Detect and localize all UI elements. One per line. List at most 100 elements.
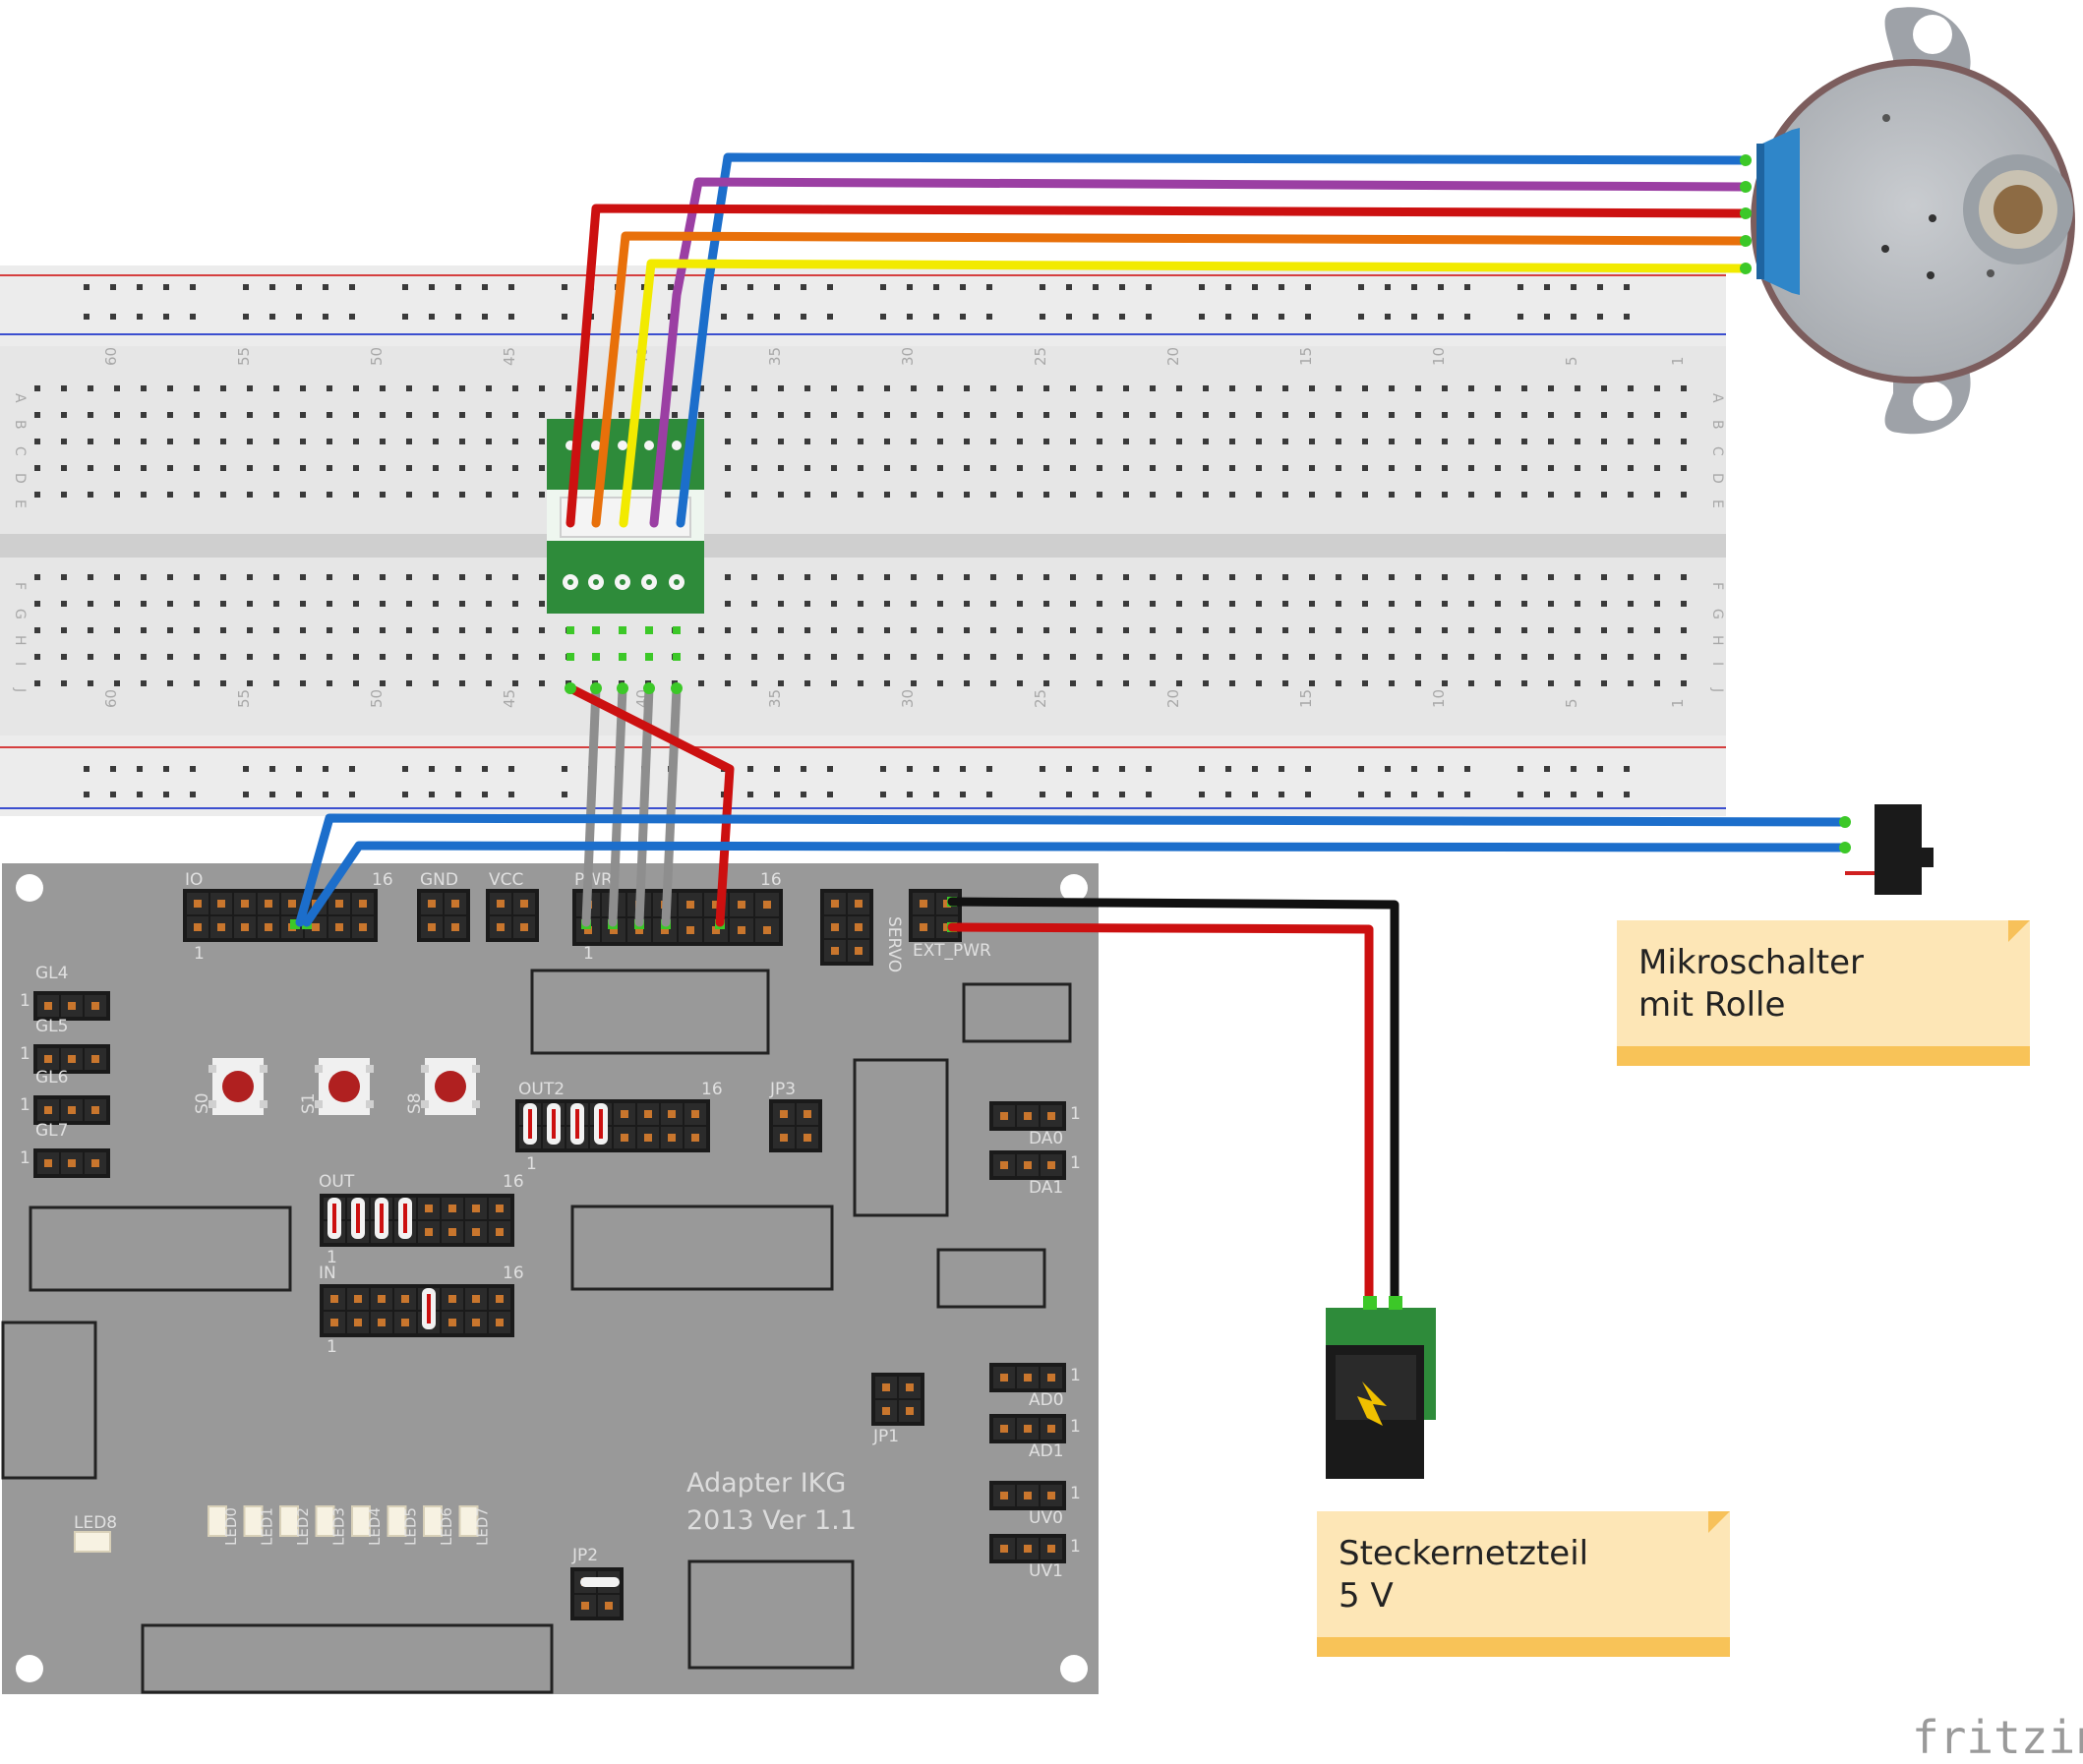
breadboard-hole [114,654,120,660]
breadboard-hole [1601,654,1607,660]
pin [882,1407,890,1415]
breadboard-hole [1681,680,1687,686]
pin [605,1602,613,1610]
breadboard-hole [141,492,147,498]
breadboard-hole [1597,792,1603,797]
row-letter: B [1709,420,1725,430]
breadboard-hole [1518,314,1523,320]
breadboard-hole [194,465,200,471]
adapter-board: IO 16 1 GND VCC PWR 16 1 SERVO EXT_PWR O… [1,863,1099,1694]
breadboard-hole [990,465,996,471]
gl-1-label: 1 [20,1095,30,1115]
breadboard-hole [114,385,120,391]
servo-label: SERVO [884,916,904,972]
breadboard-hole [1415,412,1421,418]
breadboard-hole [672,412,678,418]
breadboard-hole [34,492,40,498]
breadboard-hole [964,465,970,471]
breadboard-hole [778,492,784,498]
breadboard-hole [751,574,757,580]
breadboard-hole [1282,385,1288,391]
ext-pwr-label: EXT_PWR [913,941,991,961]
button-cap[interactable] [222,1071,254,1102]
breadboard-hole [1043,492,1049,498]
note-bar [1617,1046,2030,1066]
led-label: LED2 [294,1507,312,1546]
button-cap[interactable] [328,1071,360,1102]
column-number: 10 [1430,689,1448,708]
breadboard-hole [433,574,439,580]
breadboard-hole [486,654,492,660]
breadboard-hole [1389,492,1395,498]
breadboard-hole [88,385,93,391]
breadboard-hole [1336,627,1341,633]
breadboard-hole [1017,601,1023,607]
wire-end [1740,263,1752,274]
row-letter: H [1709,635,1725,646]
breadboard-hole [1681,574,1687,580]
column-number: 45 [501,689,518,708]
breadboard-hole [88,601,93,607]
breadboard-hole [167,412,173,418]
breadboard-hole [1521,412,1527,418]
breadboard-hole [380,654,386,660]
pin [763,926,771,934]
breadboard-hole [1199,314,1205,320]
breadboard-hole [1548,574,1554,580]
breadboard-hole [141,465,147,471]
button-leg [208,1100,216,1108]
breadboard-hole [1495,654,1501,660]
jp2-label: JP2 [571,1546,598,1565]
breadboard-hole [88,654,93,660]
breadboard-hole [774,792,780,797]
pin [855,923,863,931]
breadboard-hole [1438,284,1444,290]
wire-blue-motor [676,152,1751,528]
breadboard-hole [1601,680,1607,686]
breadboard-hole [778,601,784,607]
breadboard-hole [459,465,465,471]
module-pad-center [674,579,680,585]
breadboard-hole [114,680,120,686]
jumper-core [427,1294,431,1323]
breadboard-hole [141,680,147,686]
breadboard-hole [1176,574,1182,580]
board-title-line1: Adapter IKG [686,1468,846,1499]
breadboard-hole [1571,314,1577,320]
pin [91,1106,99,1114]
pin [1000,1425,1008,1433]
breadboard-hole [433,385,439,391]
pin [448,1295,456,1303]
pin [91,1055,99,1063]
breadboard-hole [353,654,359,660]
breadboard-hole [880,314,886,320]
button-cap[interactable] [435,1071,466,1102]
analog-label: AD0 [1029,1390,1064,1410]
breadboard-hole [1123,439,1129,444]
led-label: LED5 [402,1507,420,1546]
breadboard-hole [429,314,435,320]
breadboard-hole [1654,574,1660,580]
breadboard-hole [486,412,492,418]
breadboard-hole [273,574,279,580]
breadboard-hole [1279,314,1284,320]
breadboard-hole [1389,385,1395,391]
breadboard-hole [778,439,784,444]
breadboard-hole [459,627,465,633]
pin [354,1295,362,1303]
column-number: 35 [766,347,784,366]
led8 [74,1531,111,1553]
pin [472,1295,480,1303]
breadboard-hole [1097,574,1102,580]
breadboard-hole [1252,314,1258,320]
breadboard-hole [1336,385,1341,391]
breadboard-hole-active [592,653,600,661]
breadboard-hole [1601,412,1607,418]
pin [831,900,839,908]
breadboard-hole [114,412,120,418]
pin [401,1295,409,1303]
breadboard-hole [831,654,837,660]
breadboard-hole [137,284,143,290]
breadboard-hole [296,314,302,320]
breadboard-hole [512,574,518,580]
